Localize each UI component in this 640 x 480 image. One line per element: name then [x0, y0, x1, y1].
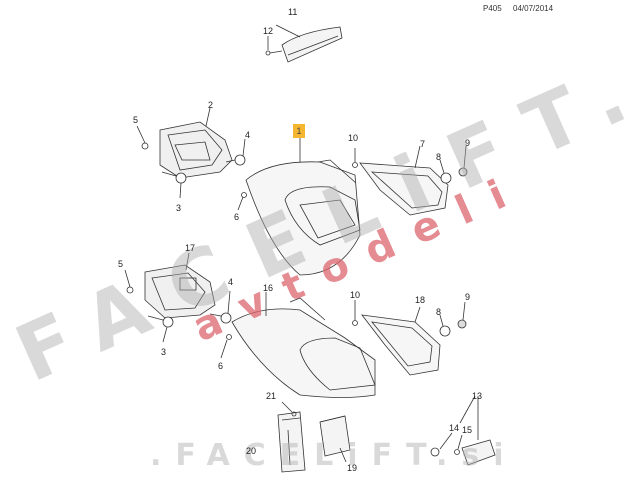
callout-1-highlighted[interactable]: 1 [293, 124, 305, 138]
callout-4-upper[interactable]: 4 [245, 130, 251, 140]
callout-15[interactable]: 15 [462, 425, 473, 435]
part-8-bulb-upper [439, 159, 452, 184]
part-4-bulb-lower [209, 290, 232, 324]
callout-3-lower[interactable]: 3 [161, 347, 167, 357]
callout-8-lower[interactable]: 8 [436, 307, 442, 317]
part-9-socket-lower [457, 301, 467, 329]
callout-13[interactable]: 13 [472, 391, 483, 401]
callout-20[interactable]: 20 [246, 446, 257, 456]
part-20-bracket [277, 411, 306, 473]
callout-6-upper[interactable]: 6 [234, 212, 240, 222]
callout-4-lower[interactable]: 4 [228, 277, 234, 287]
callout-6-lower[interactable]: 6 [218, 361, 224, 371]
callout-3-upper[interactable]: 3 [176, 203, 182, 213]
part-3-bulb-upper [161, 171, 187, 199]
callout-5-lower[interactable]: 5 [118, 259, 124, 269]
callout-5-upper[interactable]: 5 [133, 115, 139, 125]
part-8-bulb-lower [439, 314, 451, 337]
callout-21[interactable]: 21 [266, 391, 277, 401]
part-14-bulb [430, 432, 453, 457]
callout-12[interactable]: 12 [263, 26, 274, 36]
callout-18[interactable]: 18 [415, 295, 426, 305]
callout-19[interactable]: 19 [347, 463, 358, 473]
part-5-clip-lower [124, 269, 134, 294]
diagram-date: 04/07/2014 [513, 4, 554, 13]
callout-9-upper[interactable]: 9 [465, 138, 471, 148]
diagram-code: P405 [483, 4, 502, 13]
callout-16[interactable]: 16 [263, 283, 274, 293]
callout-2[interactable]: 2 [208, 100, 214, 110]
callout-10-upper[interactable]: 10 [348, 133, 359, 143]
part-15-socket [454, 434, 463, 455]
part-3-bulb-lower [147, 315, 174, 343]
part-11-trim-strip [275, 24, 343, 63]
callout-9-lower[interactable]: 9 [465, 292, 471, 302]
callout-8-upper[interactable]: 8 [436, 152, 442, 162]
part-7-inner-lamp-upper [359, 145, 449, 216]
part-5-clip-upper [136, 125, 149, 150]
part-6-nut-lower [220, 334, 232, 359]
part-9-socket-upper [458, 145, 468, 177]
part-17-bulb-holder-lower [144, 252, 216, 319]
part-10-screw-upper [352, 148, 358, 168]
part-19-module [319, 415, 351, 463]
part-2-bulb-holder-upper [159, 107, 233, 179]
part-12-screw [265, 36, 283, 56]
callout-14[interactable]: 14 [449, 423, 460, 433]
part-4-bulb-upper [225, 138, 246, 166]
part-10-screw-lower [352, 300, 358, 326]
part-16-outer-tail-lamp-lower [231, 292, 376, 398]
callout-10-lower[interactable]: 10 [350, 290, 361, 300]
callout-7[interactable]: 7 [420, 139, 426, 149]
part-13-license-lamp [459, 395, 496, 466]
part-1-outer-tail-lamp [245, 137, 361, 276]
part-6-nut-upper [237, 192, 247, 211]
part-18-inner-lamp-lower [361, 306, 441, 376]
callout-11[interactable]: 11 [288, 7, 298, 17]
callout-17[interactable]: 17 [185, 243, 196, 253]
part-21-screw [281, 401, 297, 417]
